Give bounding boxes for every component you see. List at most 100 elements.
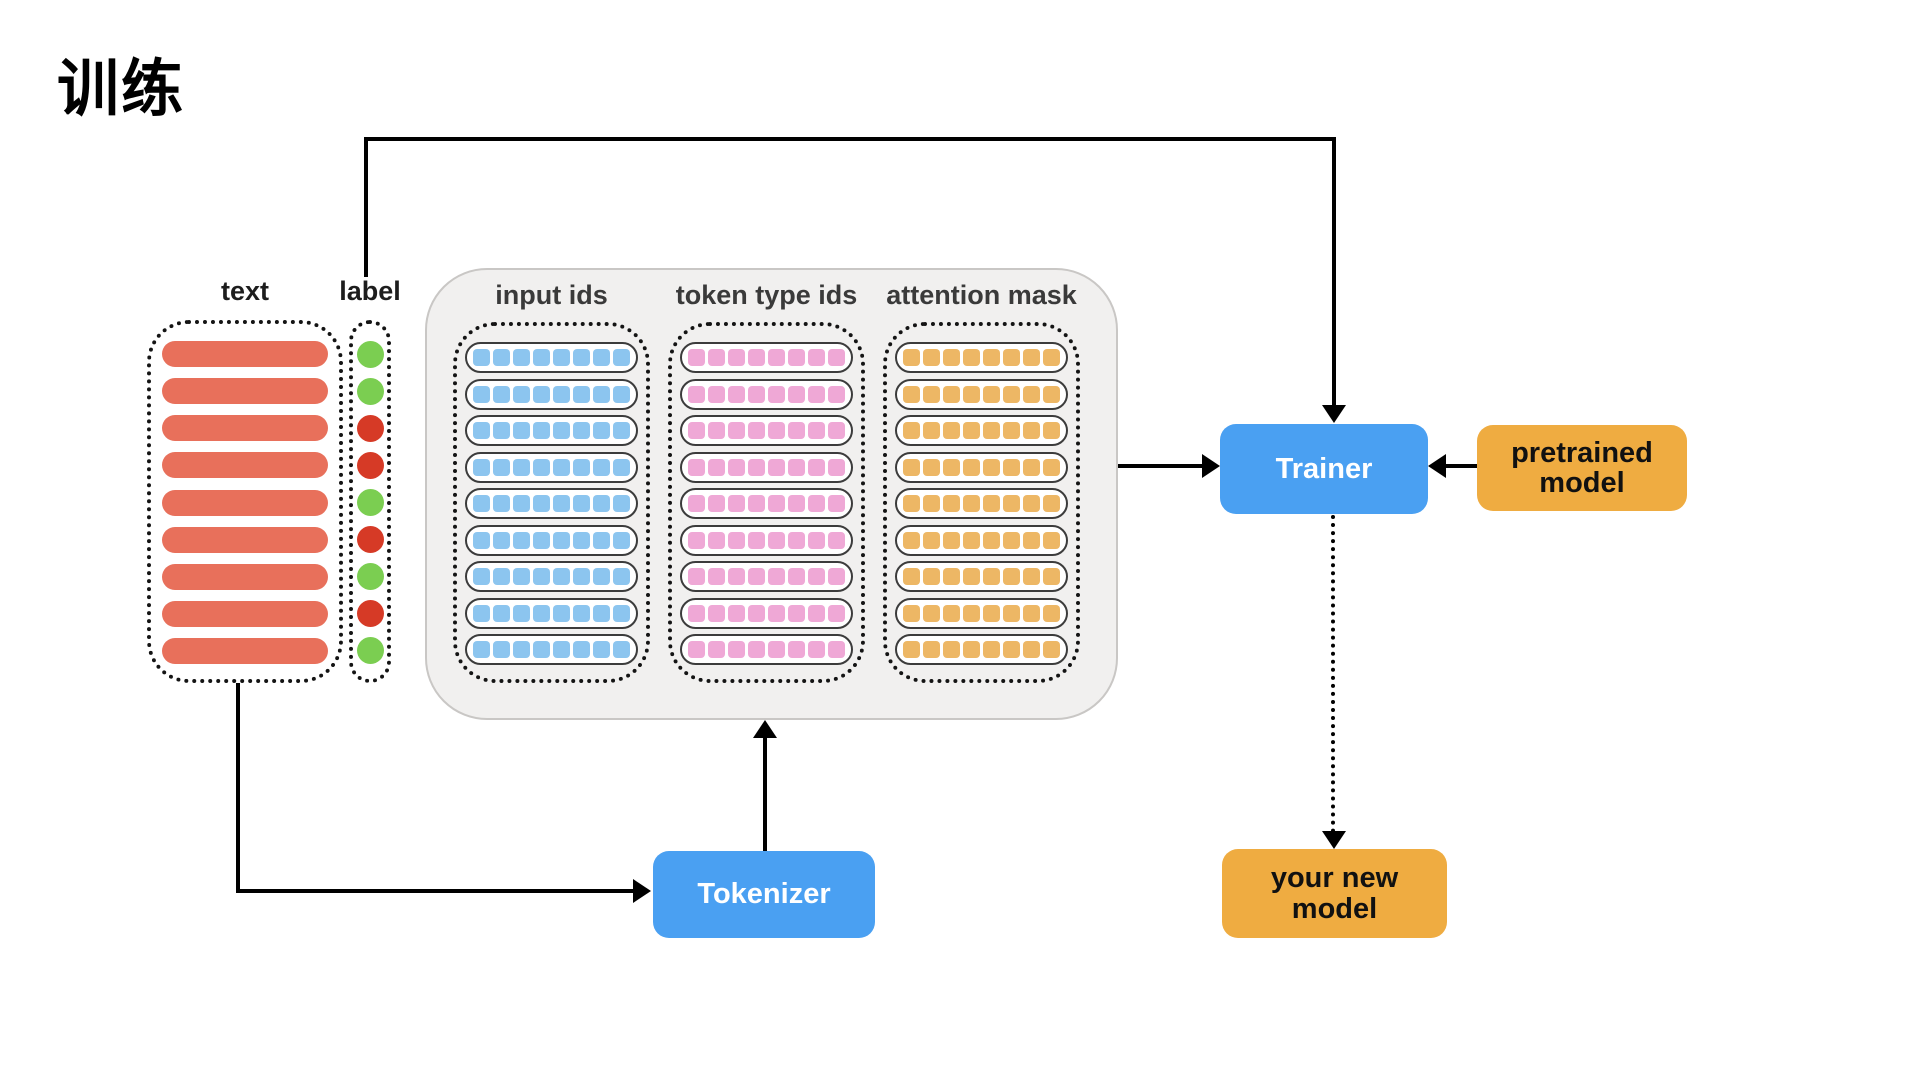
token-cell	[963, 349, 980, 366]
token-cell	[613, 531, 630, 549]
token-cell	[923, 641, 940, 658]
token-cell	[688, 422, 705, 439]
token-cell	[493, 531, 510, 549]
token-row	[680, 451, 853, 483]
token-row	[465, 451, 638, 483]
token-cell	[708, 604, 725, 622]
token-cell	[983, 568, 1000, 585]
token-row	[465, 342, 638, 373]
input-ids-box	[453, 322, 650, 683]
token-cell	[533, 568, 550, 585]
token-cell	[903, 385, 920, 403]
token-cell	[1023, 385, 1040, 403]
token-cell	[613, 568, 630, 585]
arrowhead-into-tokenizer	[633, 879, 651, 903]
token-cell	[533, 604, 550, 622]
arrowhead-into-trainer-top	[1322, 405, 1346, 423]
connector-text-down-segment	[236, 683, 240, 893]
token-cell	[573, 422, 590, 439]
token-cell	[1003, 495, 1020, 512]
token-cell	[553, 604, 570, 622]
text-column-box	[147, 320, 343, 683]
token-cell	[728, 422, 745, 439]
token-cell	[728, 495, 745, 512]
text-column-header: text	[220, 276, 269, 306]
label-dot-red	[356, 526, 384, 553]
connector-pretrained-to-trainer	[1446, 464, 1477, 468]
token-cell	[983, 641, 1000, 658]
token-cell	[808, 349, 825, 366]
token-cell	[828, 349, 845, 366]
token-cell	[963, 604, 980, 622]
token-cell	[828, 531, 845, 549]
token-cell	[828, 604, 845, 622]
token-cell	[1043, 604, 1060, 622]
token-row	[680, 378, 853, 410]
token-cell	[748, 531, 765, 549]
token-cell	[708, 495, 725, 512]
pretrained-model-node[interactable]: pretrained model	[1477, 425, 1687, 511]
token-cell	[748, 385, 765, 403]
trainer-node[interactable]: Trainer	[1220, 424, 1428, 514]
token-cell	[923, 531, 940, 549]
token-cell	[513, 495, 530, 512]
text-bar	[162, 452, 328, 479]
token-cell	[1043, 531, 1060, 549]
text-bar	[162, 341, 328, 367]
token-row	[680, 488, 853, 519]
token-cell	[1043, 385, 1060, 403]
token-cell	[473, 568, 490, 585]
token-row	[680, 415, 853, 446]
token-row	[465, 561, 638, 592]
tokenizer-node[interactable]: Tokenizer	[653, 851, 875, 938]
token-cell	[768, 349, 785, 366]
token-cell	[573, 495, 590, 512]
token-cell	[493, 349, 510, 366]
text-bar	[162, 378, 328, 405]
page-title: 训练	[57, 55, 186, 124]
token-cell	[613, 458, 630, 476]
token-row	[680, 634, 853, 665]
your-new-model-node[interactable]: your new model	[1222, 849, 1447, 938]
token-cell	[748, 641, 765, 658]
token-cell	[553, 385, 570, 403]
token-cell	[708, 568, 725, 585]
connector-panel-to-trainer	[1118, 464, 1206, 468]
token-row	[895, 561, 1068, 592]
token-cell	[688, 385, 705, 403]
arrowhead-into-panel-bottom	[753, 720, 777, 738]
token-cell	[728, 604, 745, 622]
token-cell	[688, 641, 705, 658]
token-cell	[613, 604, 630, 622]
token-cell	[1023, 495, 1040, 512]
label-dot-green	[356, 489, 384, 516]
token-cell	[768, 531, 785, 549]
token-cell	[1043, 495, 1060, 512]
token-cell	[493, 458, 510, 476]
token-cell	[983, 349, 1000, 366]
token-cell	[903, 604, 920, 622]
token-cell	[593, 495, 610, 512]
token-cell	[473, 641, 490, 658]
token-cell	[788, 458, 805, 476]
token-cell	[1023, 568, 1040, 585]
token-cell	[983, 385, 1000, 403]
token-row	[895, 378, 1068, 410]
token-cell	[573, 349, 590, 366]
token-cell	[728, 349, 745, 366]
token-cell	[923, 385, 940, 403]
token-row	[680, 597, 853, 629]
token-cell	[983, 604, 1000, 622]
token-cell	[943, 568, 960, 585]
token-row	[895, 634, 1068, 665]
token-row	[895, 597, 1068, 629]
token-cell	[768, 458, 785, 476]
token-cell	[768, 385, 785, 403]
token-cell	[808, 568, 825, 585]
token-cell	[1003, 568, 1020, 585]
token-cell	[553, 568, 570, 585]
token-cell	[513, 422, 530, 439]
token-cell	[728, 385, 745, 403]
token-cell	[1043, 422, 1060, 439]
